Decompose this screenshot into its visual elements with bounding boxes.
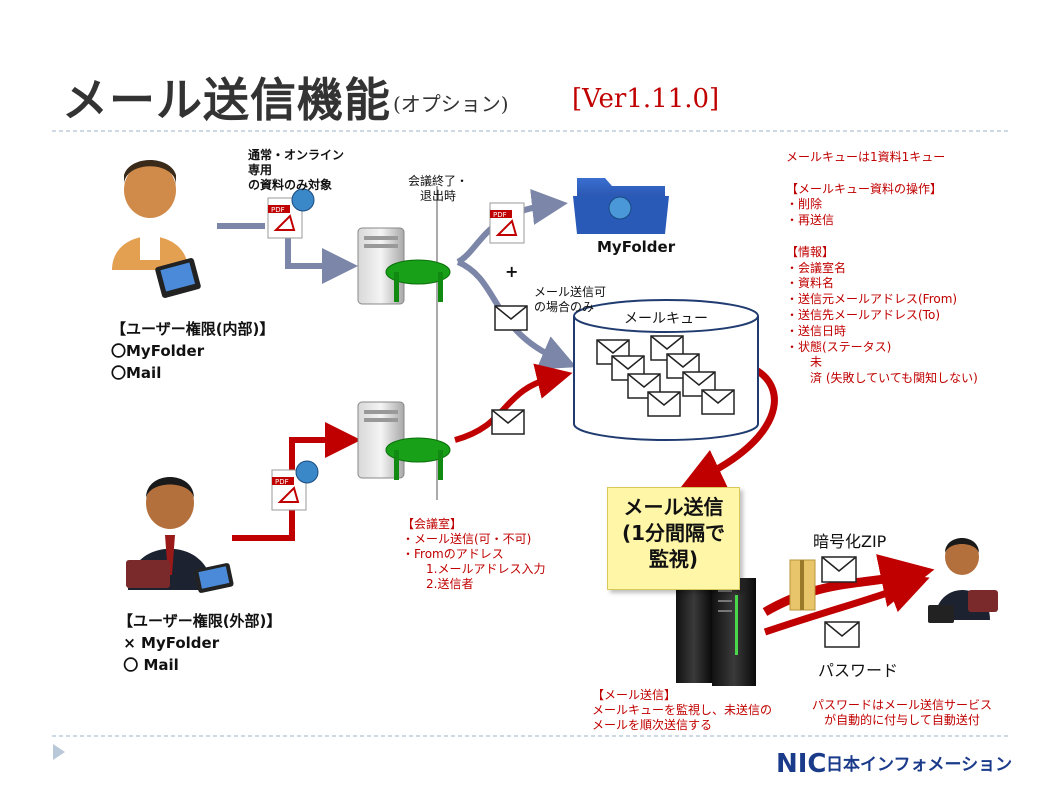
slide-marker-icon: [53, 744, 65, 760]
arrow-internal-2: [285, 238, 358, 284]
external-user-icon: [126, 477, 234, 593]
pdf-doc-meeting-icon: PDF: [489, 202, 525, 244]
queued-mail-envelopes: [596, 335, 735, 417]
arrow-to-myfolder: [456, 189, 568, 265]
arrow-to-queue-red: [454, 363, 573, 443]
mail-queue-info: メールキューは1資料1キュー 【メールキュー資料の操作】 ・削除 ・再送信 【情…: [786, 150, 978, 386]
svg-text:PDF: PDF: [271, 206, 285, 214]
mail-envelope-zip-icon: [821, 556, 857, 583]
label-password: パスワード: [818, 661, 899, 680]
version-label: [Ver1.11.0]: [572, 84, 720, 114]
internal-user-icon: [112, 160, 201, 298]
label-mail-queue: メールキュー: [624, 311, 708, 327]
label-meeting-end: 会議終了・ 退出時: [408, 174, 469, 203]
page-title: メール送信機能: [62, 73, 391, 127]
label-encrypted-zip: 暗号化ZIP: [813, 532, 887, 551]
page-subtitle: (オプション): [393, 92, 509, 116]
company-logo: NIC: [776, 749, 827, 779]
pdf-doc-external-icon: PDF: [271, 460, 319, 511]
server-internal-icon: [357, 227, 451, 305]
meeting-room-info: 【会議室】 ・メール送信(可・不可) ・Fromのアドレス 1.メールアドレス入…: [402, 517, 546, 591]
arrow-send-to-recipient-pw: [763, 572, 930, 636]
zip-folder-icon: [789, 559, 816, 611]
mail-send-info: 【メール送信】 メールキューを監視し、未送信の メールを順次送信する: [592, 688, 773, 732]
mail-envelope-internal-icon: [494, 305, 528, 331]
label-internal-only: 通常・オンライン 専用 の資料のみ対象: [248, 148, 345, 192]
mail-send-server-icon: [676, 578, 756, 686]
server-external-icon: [357, 401, 451, 480]
arrow-queue-to-send: [681, 366, 778, 488]
mail-envelope-password-icon: [824, 621, 860, 648]
recipient-user-icon: [928, 538, 998, 623]
mail-send-note: メール送信 (1分間隔で 監視): [607, 487, 740, 590]
internal-user-permissions: 【ユーザー権限(内部)】 〇MyFolder 〇Mail: [111, 320, 275, 382]
svg-text:NIC: NIC: [776, 749, 827, 779]
label-plus: +: [505, 262, 519, 281]
label-mail-ok-only: メール送信可 の場合のみ: [534, 285, 607, 314]
svg-text:PDF: PDF: [275, 478, 289, 486]
password-info: パスワードはメール送信サービス が自動的に付与して自動送付: [812, 698, 993, 727]
svg-text:PDF: PDF: [493, 211, 507, 219]
mail-envelope-external-icon: [491, 409, 525, 435]
pdf-doc-internal-icon: PDF: [267, 188, 315, 239]
company-logo-text: 日本インフォメーション: [826, 755, 1013, 775]
external-user-permissions: 【ユーザー権限(外部)】 × MyFolder 〇 Mail: [118, 612, 282, 674]
label-myfolder: MyFolder: [597, 238, 676, 256]
myfolder-icon: [573, 178, 669, 234]
